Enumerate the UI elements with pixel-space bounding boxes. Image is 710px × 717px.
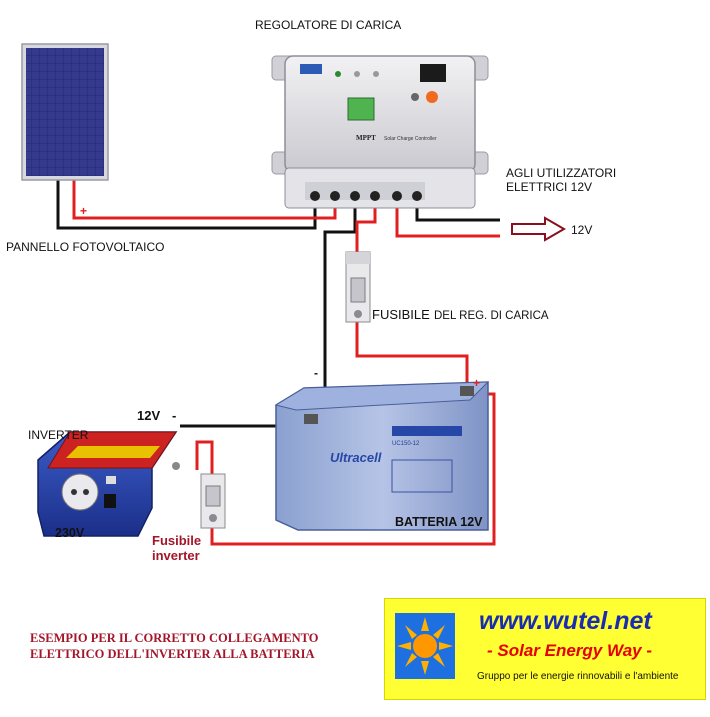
load-positive-wire [395,208,500,238]
fuse-label-bold: FUSIBILE [372,307,430,322]
fuse-label-rest: DEL REG. DI CARICA [434,310,549,322]
battery-minus-label: - [314,366,318,380]
footer-caption: ESEMPIO PER IL CORRETTO COLLEGAMENTO ELE… [30,630,318,662]
sun-icon [395,613,455,679]
inverter-fuse-label-line1: Fusibile [152,533,202,548]
wutel-logo[interactable]: www.wutel.net - Solar Energy Way - Grupp… [384,598,706,700]
logo-subtitle: Gruppo per le energie rinnovabili e l'am… [477,671,679,682]
logo-tagline: - Solar Energy Way - [487,641,653,660]
footer-line1: ESEMPIO PER IL CORRETTO COLLEGAMENTO [30,631,319,645]
battery-label: BATTERIA 12V [395,515,483,529]
charge-controller-icon: MPPT Solar Charge Controller [271,55,489,209]
panel-negative-wire [56,180,317,230]
panel-plus-label: + [80,204,88,218]
users-label-line2: ELETTRICI 12V [506,180,593,194]
battery-plus-label: + [473,376,481,390]
battery-model-text: UC150-12 [392,441,420,447]
battery-brand-text: Ultracell [330,450,382,465]
battery-negative-wire [323,208,357,420]
panel-positive-wire [72,180,337,220]
regulator-label: REGOLATORE DI CARICA [255,18,402,32]
battery-icon: Ultracell UC150-12 [274,381,490,531]
inverter-label: INVERTER [28,428,89,442]
load-negative-wire [415,208,500,222]
output-voltage-label: 12V [571,223,593,237]
solar-panel-icon [21,43,109,181]
arrow-right-icon [511,216,566,242]
inverter-minus-label: - [172,408,177,423]
inverter-positive-wire [195,440,214,474]
fuse-icon [345,251,371,323]
controller-fuse-wire [355,208,377,252]
users-label-line1: AGLI UTILIZZATORI [506,166,617,180]
logo-url[interactable]: www.wutel.net [479,607,652,635]
inverter-voltage-label: 12V [137,408,161,423]
inverter-icon [37,431,180,537]
footer-line2: ELETTRICO DELL'INVERTER ALLA BATTERIA [30,647,315,661]
panel-label: PANNELLO FOTOVOLTAICO [6,240,165,254]
regulator-brand-text: MPPT [356,134,376,142]
inverter-fuse-icon [200,473,226,529]
regulator-sub-text: Solar Charge Controller [384,136,437,142]
inverter-fuse-label-line2: inverter [152,548,200,563]
inverter-ac-label: 230V [55,526,85,540]
fuse-battery-positive-wire [355,322,469,388]
